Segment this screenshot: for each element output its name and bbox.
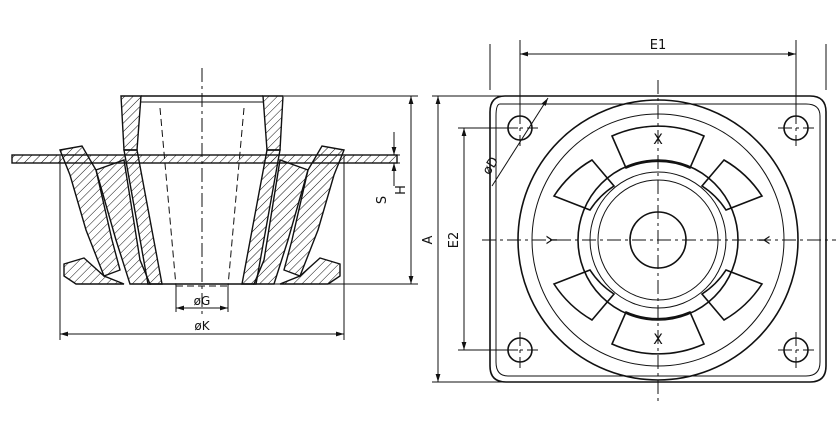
outer-body-inner-circle bbox=[531, 113, 785, 367]
mid-ring-circle bbox=[577, 159, 739, 321]
flange-inner-outline bbox=[495, 103, 821, 377]
bore-circle bbox=[629, 211, 687, 269]
window-top bbox=[610, 125, 706, 170]
window-left-lower bbox=[552, 269, 616, 322]
rubber-right-outer bbox=[283, 145, 345, 277]
rubber-left-outer bbox=[59, 145, 121, 277]
label-s: S bbox=[375, 196, 390, 204]
collar-left bbox=[120, 95, 142, 151]
outer-body-circle bbox=[517, 99, 799, 381]
label-h: H bbox=[394, 185, 409, 195]
window-bottom bbox=[610, 310, 706, 355]
label-e1: E1 bbox=[650, 38, 667, 53]
flange-plate bbox=[11, 154, 398, 164]
window-right-upper bbox=[700, 158, 764, 211]
foot-left bbox=[63, 257, 125, 285]
bore-hidden-right bbox=[227, 107, 245, 287]
label-dia-g: øG bbox=[194, 294, 211, 308]
cone-circle bbox=[597, 179, 719, 301]
label-y-right: Y bbox=[755, 235, 771, 245]
section-view: øG øK H S bbox=[11, 68, 418, 340]
height-dimensions: A E2 bbox=[421, 95, 518, 383]
label-y-left: Y bbox=[545, 235, 561, 245]
label-x-top: X bbox=[653, 132, 663, 148]
window-right-lower bbox=[700, 269, 764, 322]
label-a: A bbox=[421, 235, 436, 244]
mid-ring-inner-circle bbox=[589, 171, 727, 309]
label-x-bottom: X bbox=[653, 332, 663, 348]
flange-outline bbox=[489, 95, 827, 383]
label-dia-k: øK bbox=[194, 319, 210, 333]
label-e2: E2 bbox=[447, 232, 462, 249]
bore-hidden-left bbox=[159, 107, 177, 287]
dim-d-leader bbox=[491, 97, 549, 187]
plan-view: X X Y Y E1 øD bbox=[480, 38, 836, 402]
collar-right bbox=[262, 95, 284, 151]
window-left-upper bbox=[552, 158, 616, 211]
label-dia-d: øD bbox=[480, 155, 502, 178]
